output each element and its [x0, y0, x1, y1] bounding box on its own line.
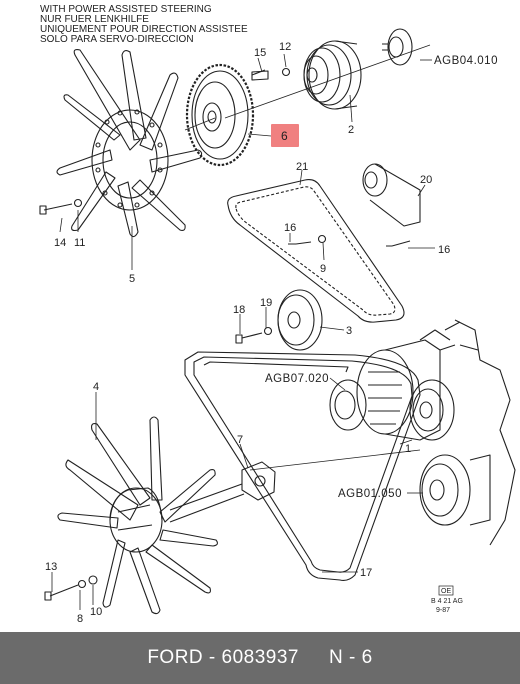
ref-agb07020: AGB07.020	[265, 373, 329, 385]
engine-block-outline	[444, 319, 516, 546]
stamp-box-text: OE	[441, 588, 451, 595]
callout-20: 20	[420, 174, 432, 186]
callout-7: 7	[237, 434, 243, 446]
callout-16-upper: 16	[284, 222, 296, 234]
upper-fan-bolts-drawing	[39, 198, 83, 215]
callout-15: 15	[254, 47, 266, 59]
callout-6-highlighted: 6	[281, 129, 288, 143]
part-number: 6083937	[221, 647, 299, 668]
callout-5: 5	[129, 273, 135, 285]
ref-agb04010: AGB04.010	[434, 55, 498, 67]
drawing-stamp: OE B 4 21 AG 9-87	[431, 585, 463, 614]
stamp-code: B 4 21 AG	[431, 598, 463, 605]
callout-4: 4	[93, 381, 99, 393]
brand-name: FORD	[147, 647, 204, 668]
stamp-date: 9-87	[436, 607, 450, 614]
upper-pulley-drawing	[251, 28, 413, 110]
callout-2: 2	[348, 124, 354, 136]
callout-9: 9	[320, 263, 326, 275]
crank-pulley-drawing	[235, 289, 323, 351]
callout-21: 21	[296, 161, 308, 173]
callout-11: 11	[74, 237, 85, 249]
callout-19: 19	[260, 297, 272, 309]
callout-14: 14	[54, 237, 66, 249]
reference-labels: AGB04.010 AGB07.020 AGB01.050	[265, 55, 498, 500]
callout-13: 13	[45, 561, 57, 573]
lower-fan-bolts-drawing	[44, 575, 98, 601]
applicability-notes: WITH POWER ASSISTED STEERING NUR FUER LE…	[40, 4, 248, 45]
shaft-centerlines	[184, 44, 431, 471]
callout-8: 8	[77, 613, 83, 625]
callout-16-right: 16	[438, 244, 450, 256]
note-line: SOLO PARA SERVO-DIRECCION	[40, 34, 194, 45]
upper-fan-drawing	[56, 49, 203, 238]
callout-numbers: 15 12 2 6 21 20 14 11 5 16 9 16 18 19 3 …	[45, 41, 450, 625]
callout-12: 12	[279, 41, 291, 53]
fan-hub-drawing	[169, 461, 276, 523]
note-line: WITH POWER ASSISTED STEERING	[40, 4, 212, 15]
note-line: UNIQUEMENT POUR DIRECTION ASSISTEE	[40, 24, 248, 35]
steering-pump-pulley-drawing	[419, 454, 491, 526]
lower-belts-drawing	[184, 351, 421, 581]
part-info-bar: FORD - 6083937 N - 6	[0, 632, 520, 684]
tensioner-drawing	[288, 163, 421, 247]
leader-lines	[51, 53, 435, 610]
note-line: NUR FUER LENKHILFE	[40, 14, 149, 25]
callout-18: 18	[233, 304, 245, 316]
position-label: N - 6	[329, 647, 373, 668]
exploded-parts-diagram: WITH POWER ASSISTED STEERING NUR FUER LE…	[39, 4, 516, 625]
lower-fan-drawing	[57, 416, 218, 615]
alternator-drawing	[329, 329, 456, 441]
callout-3: 3	[346, 325, 352, 337]
highlight-box	[271, 124, 299, 147]
fan-clutch-drawing	[185, 63, 255, 167]
ref-agb01050: AGB01.050	[338, 488, 402, 500]
callout-1: 1	[405, 443, 411, 455]
callout-17: 17	[360, 567, 372, 579]
upper-belt-drawing	[227, 179, 405, 323]
water-pump-pulley-drawing	[409, 379, 455, 441]
callout-10: 10	[90, 606, 102, 618]
separator: -	[203, 647, 222, 668]
